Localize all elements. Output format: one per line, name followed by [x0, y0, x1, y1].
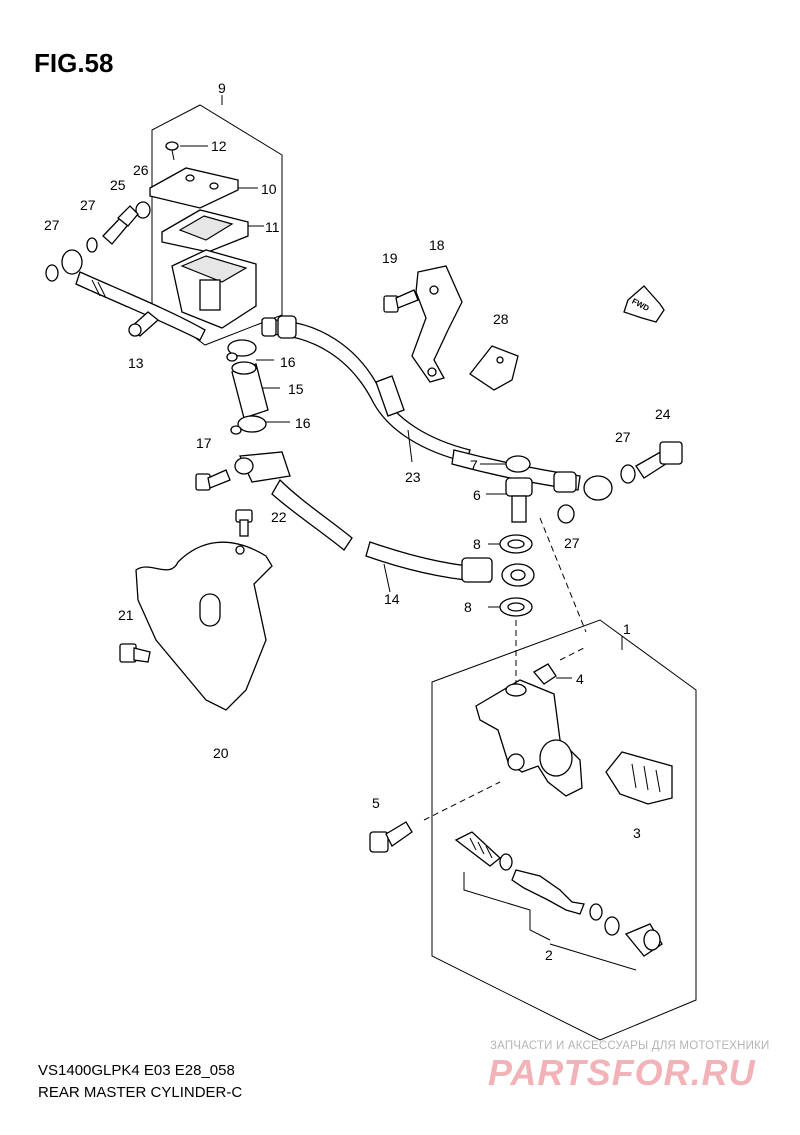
callout-27c: 27 — [615, 429, 631, 445]
master-cylinder-group — [369, 619, 697, 1041]
part-22-bolt — [235, 509, 253, 537]
part-28-clip — [469, 345, 519, 391]
callout-16a: 16 — [280, 354, 296, 370]
callout-21: 21 — [118, 607, 134, 623]
part-16-clamp-a — [226, 339, 274, 362]
callout-numbers: 1 2 3 4 5 6 7 8 8 9 10 11 12 13 14 15 16… — [44, 80, 671, 963]
callout-27a: 27 — [80, 197, 96, 213]
callout-10: 10 — [261, 181, 277, 197]
upper-left-hose — [61, 249, 206, 341]
part-6-bleeder — [486, 477, 533, 523]
callout-23: 23 — [405, 469, 421, 485]
callout-27b: 27 — [44, 217, 60, 233]
part-5-bolt — [369, 821, 413, 853]
part-24-bolt — [635, 441, 683, 479]
callout-25: 25 — [110, 177, 126, 193]
callout-6: 6 — [473, 487, 481, 503]
callout-26: 26 — [133, 162, 149, 178]
model-code: VS1400GLPK4 E03 E28_058 — [38, 1062, 235, 1079]
callout-19: 19 — [382, 250, 398, 266]
part-27-washer-a — [86, 237, 98, 253]
reservoir-assembly — [45, 95, 283, 346]
callout-28: 28 — [493, 311, 509, 327]
callout-7: 7 — [470, 457, 478, 473]
callout-16b: 16 — [295, 415, 311, 431]
callout-8a: 8 — [473, 536, 481, 552]
callout-5: 5 — [372, 795, 380, 811]
part-13-bolt — [128, 311, 160, 337]
part-2-piston-kit — [454, 831, 663, 971]
callout-17: 17 — [196, 435, 212, 451]
part-8-washer-b — [488, 597, 533, 617]
figure-subtitle: REAR MASTER CYLINDER-C — [38, 1084, 243, 1101]
part-4-clip — [533, 663, 572, 685]
part-7-cap — [480, 455, 531, 473]
hose-clamp-group — [226, 339, 290, 435]
callout-27d: 27 — [564, 535, 580, 551]
callout-11: 11 — [265, 219, 280, 235]
forward-arrow-icon: FWD — [623, 285, 665, 323]
callout-18: 18 — [429, 237, 445, 253]
part-12-screw — [165, 141, 208, 161]
callout-14: 14 — [384, 591, 400, 607]
callout-1: 1 — [623, 621, 631, 637]
part-3-boot — [605, 751, 673, 805]
part-14-hose — [234, 451, 535, 593]
callout-15: 15 — [288, 381, 304, 397]
part-19-bolt — [383, 289, 419, 313]
callout-9: 9 — [218, 80, 226, 96]
part-27-washer-c — [620, 464, 636, 484]
callout-4: 4 — [576, 671, 584, 687]
callout-24: 24 — [655, 406, 671, 422]
watermark-brand: PARTSFOR.RU — [488, 1052, 756, 1093]
part-21-bolt — [119, 643, 151, 663]
part-27-washer-d — [557, 504, 575, 524]
part-8-washer-a — [488, 534, 533, 554]
part-18-bracket — [411, 265, 463, 383]
part-10-cap — [149, 167, 258, 209]
part-11-diaphragm — [161, 209, 264, 253]
part-27-washer-b — [45, 264, 59, 282]
part-reservoir-body — [171, 249, 257, 329]
part-26-plug — [135, 201, 151, 219]
watermark-caption: ЗАПЧАСТИ И АКСЕССУАРЫ ДЛЯ МОТОТЕХНИКИ — [490, 1040, 770, 1052]
part-17-bolt — [195, 469, 231, 491]
master-cylinder-outline — [431, 619, 697, 1041]
part-20-cover — [135, 541, 273, 711]
callout-12: 12 — [211, 138, 227, 154]
part-16-clamp-b — [230, 415, 290, 435]
callout-8b: 8 — [464, 599, 472, 615]
part-15-hose — [231, 361, 280, 419]
figure-title: FIG.58 — [34, 48, 114, 78]
part-25-bolt — [102, 205, 139, 245]
callout-3: 3 — [633, 825, 641, 841]
callout-22: 22 — [271, 509, 287, 525]
callout-20: 20 — [213, 745, 229, 761]
callout-13: 13 — [128, 355, 144, 371]
callout-2: 2 — [545, 947, 553, 963]
